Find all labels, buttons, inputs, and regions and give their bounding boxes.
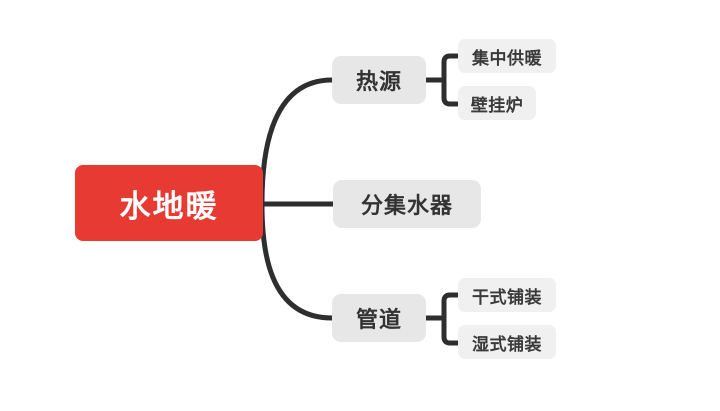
connector-root-to-pipe — [259, 202, 335, 321]
leaf-node-wet-installation[interactable]: 湿式铺装 — [458, 325, 556, 359]
leaf-node-wall-hung-boiler[interactable]: 壁挂炉 — [458, 86, 536, 120]
connector-heat-bracket — [441, 53, 461, 107]
leaf-node-central-heating[interactable]: 集中供暖 — [458, 39, 556, 73]
connector-pipe-bracket — [441, 292, 461, 346]
root-node[interactable]: 水地暖 — [75, 165, 263, 241]
branch-node-manifold[interactable]: 分集水器 — [333, 180, 481, 228]
connector-root-to-heat — [259, 77, 335, 206]
leaf-node-dry-installation[interactable]: 干式铺装 — [458, 278, 556, 312]
branch-node-pipeline[interactable]: 管道 — [332, 294, 426, 342]
branch-node-heat-source[interactable]: 热源 — [332, 56, 426, 104]
